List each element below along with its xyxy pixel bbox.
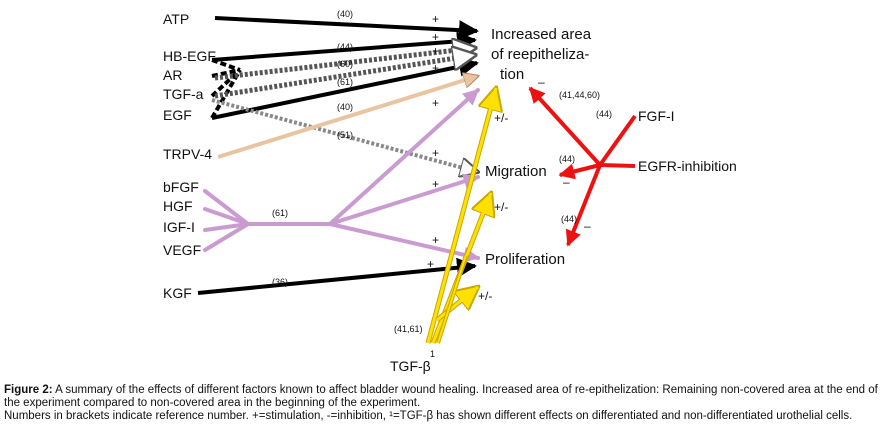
tgfb-arrows [425,88,496,344]
outcome-increased-line2: of reepitheliza- [491,46,589,63]
factor-fgf: FGF-I [638,108,675,124]
svg-text:+: + [432,44,439,58]
outcome-increased-line1: Increased area [491,26,592,43]
ref-tgfa: (61) [337,77,353,87]
inhibition-signs: – – – [538,75,591,233]
ref-egfr-down: (44) [561,214,577,224]
ref-trpv4: (51) [337,130,353,140]
outcome-proliferation: Proliferation [485,251,565,268]
svg-text:+: + [432,12,439,26]
caption-text-2: Numbers in brackets indicate reference n… [4,410,853,422]
svg-text:–: – [538,75,545,89]
factor-bfgf: bFGF [163,179,199,195]
ref-egfr-up: (41,44,60) [559,90,600,100]
factor-vegf: VEGF [163,242,201,258]
outcome-increased-line3: tion [500,66,524,83]
ref-fgf: (44) [596,109,612,119]
ref-tgfb: (41,61) [394,324,423,334]
ref-atp: (40) [337,9,353,19]
egf-to-migration-arrow [211,98,478,172]
purple-factor-network [203,88,480,263]
factor-hbegf: HB-EGF [163,48,216,64]
hbegf-arrow [211,31,477,62]
stimulation-signs: + + + + + + + + + [427,12,439,271]
mixed-effect-signs: +/- +/- +/- [478,111,508,303]
kgf-arrow [197,257,477,295]
tgfa-arrow [214,55,475,99]
egf-arrow [211,56,479,120]
factor-tgfb: TGF-β [390,358,431,374]
caption-text-1: A summary of the effects of different fa… [4,384,878,409]
ref-egfr-mid: (44) [559,154,575,164]
ref-purple: (61) [272,208,288,218]
ref-ar: (60) [337,59,353,69]
svg-text:+/-: +/- [494,200,508,214]
svg-text:+: + [432,177,439,191]
factor-tgfb-superscript: 1 [430,349,435,359]
caption-label: Figure 2: [4,384,53,396]
svg-text:+: + [432,30,439,44]
svg-text:–: – [584,219,591,233]
factor-ar: AR [163,67,182,83]
svg-text:+: + [432,61,439,75]
atp-arrow [214,16,479,41]
svg-text:+: + [432,146,439,160]
factor-trpv4: TRPV-4 [163,146,212,162]
factor-egf: EGF [163,107,192,123]
factor-hgf: HGF [163,198,193,214]
svg-text:+: + [432,96,439,110]
egf-family-connectors [210,58,242,120]
factor-igf: IGF-I [163,219,195,235]
ref-egf: (40) [337,102,353,112]
trpv4-arrow [217,76,478,159]
wound-healing-diagram: ATP HB-EGF AR TGF-a EGF TRPV-4 bFGF HGF … [163,9,737,374]
figure-caption: Figure 2: A summary of the effects of di… [4,384,890,423]
outcome-migration: Migration [485,163,547,180]
factor-tgfa: TGF-a [163,86,204,102]
svg-text:–: – [563,175,570,189]
ar-arrow [214,48,475,81]
svg-text:+: + [432,233,439,247]
factor-kgf: KGF [163,285,192,301]
svg-text:+/-: +/- [478,289,492,303]
factor-egfr-inhibition: EGFR-inhibition [638,158,737,174]
factor-atp: ATP [163,11,189,27]
ref-hbegf: (44) [337,42,353,52]
svg-text:+/-: +/- [494,111,508,125]
ref-kgf: (36) [272,277,288,287]
red-inhibition-network [528,86,637,247]
svg-text:+: + [427,257,434,271]
